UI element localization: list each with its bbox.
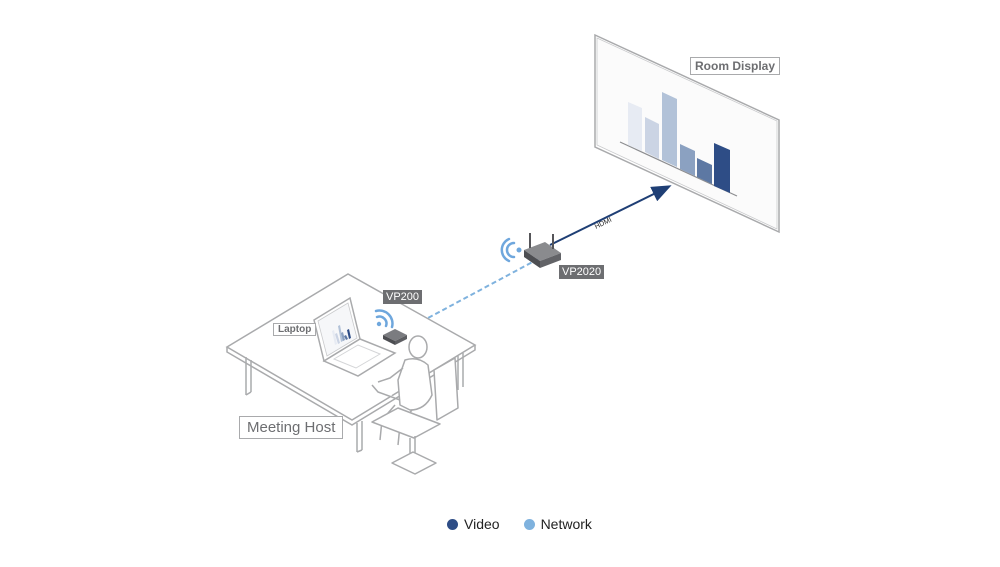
wifi-icon [500,237,522,263]
legend-label-network: Network [540,516,592,532]
room-display-label: Room Display [690,57,781,75]
laptop-label: Laptop [273,323,317,336]
hdmi-label: HDMI [594,217,613,231]
legend: Video Network [447,516,616,532]
legend-label-video: Video [464,516,500,532]
vp200-device [383,329,407,345]
legend-item-network: Network [523,516,592,532]
vp2020-label: VP2020 [559,265,605,279]
wifi-icon [374,309,394,329]
chair [371,357,459,475]
meeting-host-label: Meeting Host [239,416,344,439]
room-display [594,33,780,234]
vp200-label: VP200 [383,290,423,304]
hdmi-video-link: HDMI [549,185,672,246]
laptop [313,296,397,377]
laptop-screen-chart [332,325,351,345]
screen-bar-chart [628,92,730,193]
legend-item-video: Video [447,516,500,532]
network-legend-dot [523,518,535,530]
vp2020-device [524,233,561,268]
video-legend-dot [447,518,458,530]
